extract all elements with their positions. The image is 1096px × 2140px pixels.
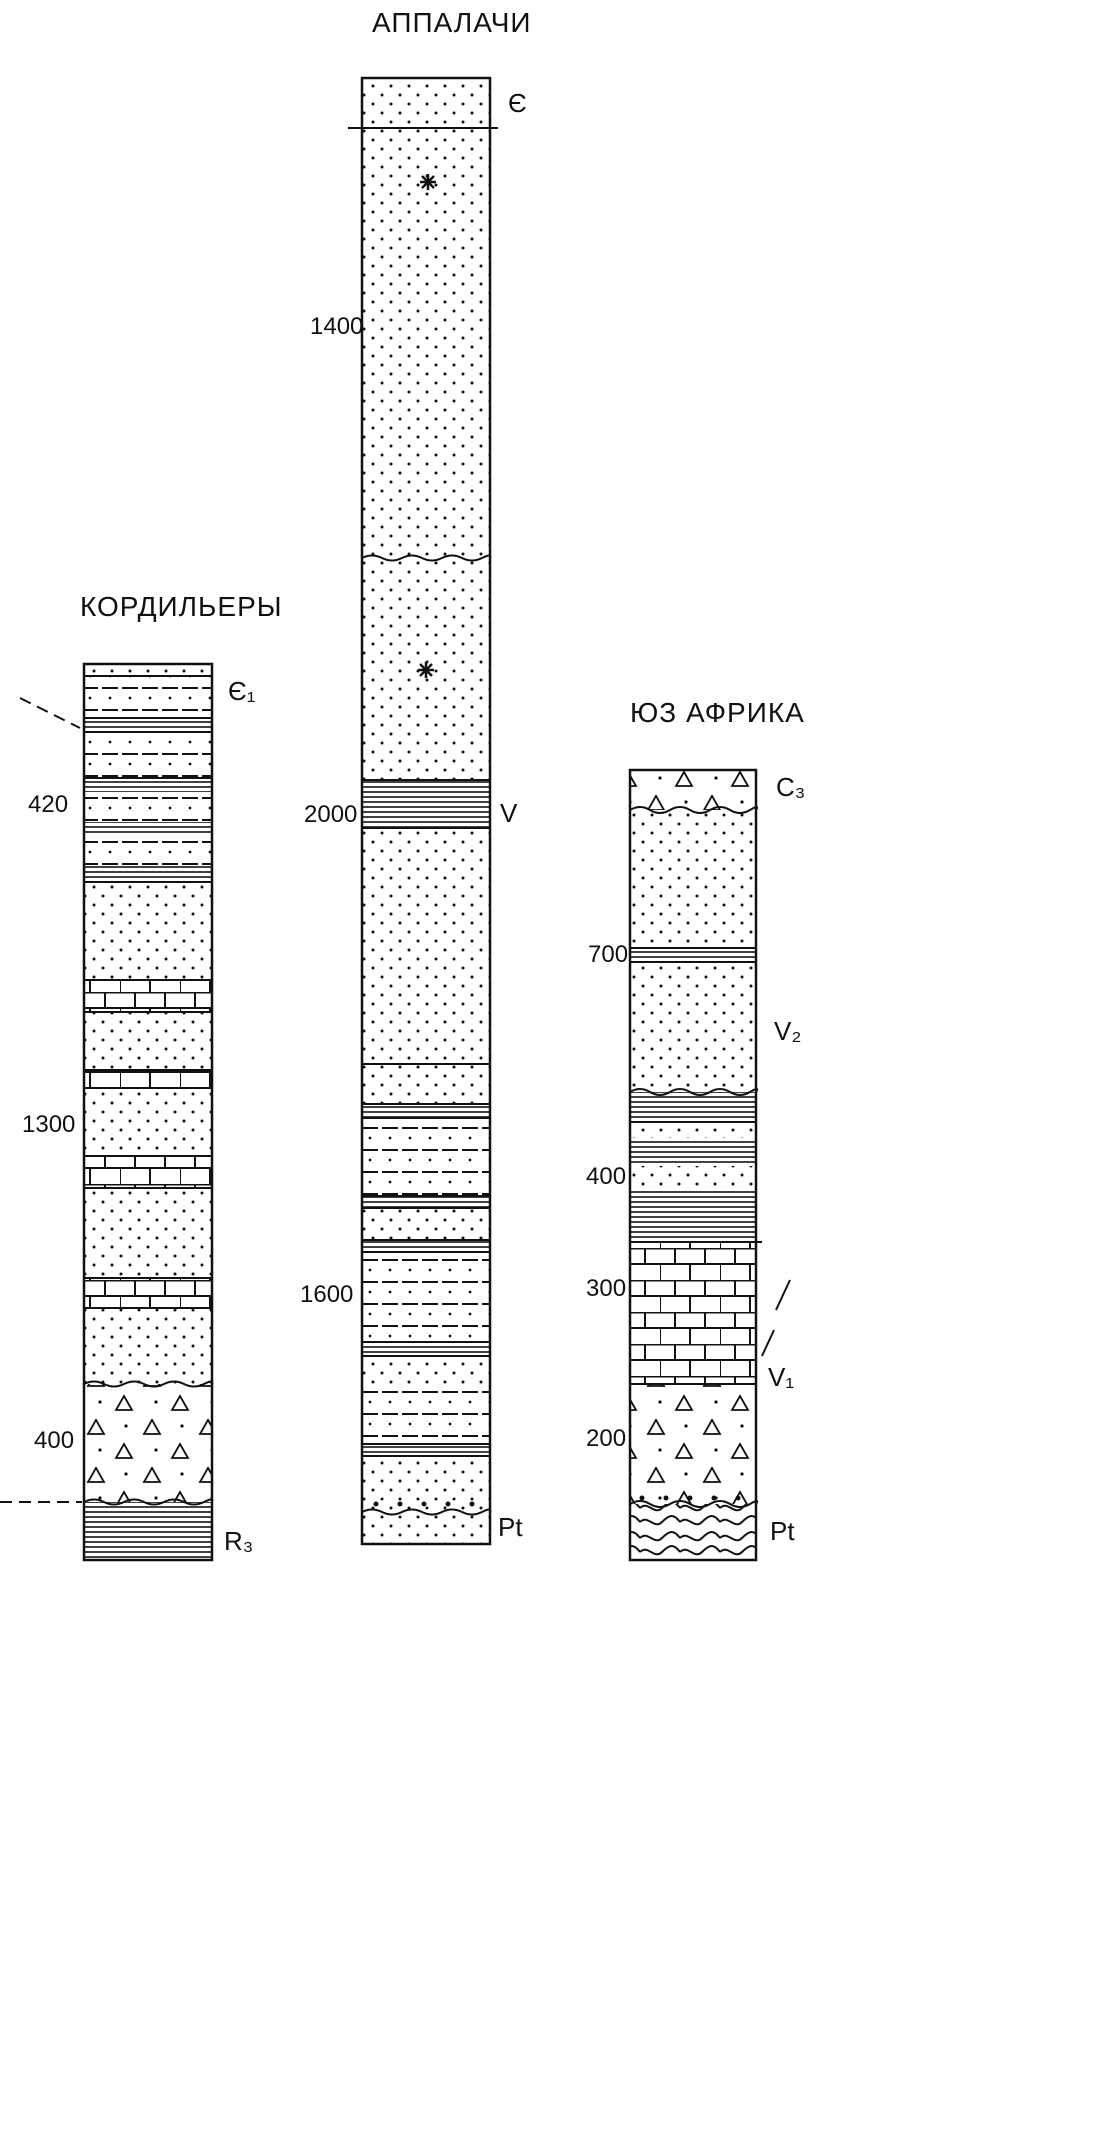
layer-shale (630, 1188, 756, 1242)
age-label: V (500, 798, 518, 828)
thickness-label: 300 (586, 1275, 626, 1302)
layer-sandstone (362, 78, 490, 128)
asterisk-icon (418, 662, 434, 678)
layer-siltstone (362, 1118, 490, 1196)
pebble-row (639, 1495, 741, 1501)
thickness-label: 1300 (22, 1111, 75, 1138)
layer-siltstone (84, 792, 212, 822)
layer-basement (362, 1512, 490, 1544)
age-label: R₃ (224, 1526, 253, 1556)
layer-shale (84, 778, 212, 792)
thickness-label: 400 (586, 1163, 626, 1190)
thickness-label: 420 (28, 791, 68, 818)
age-label: Є (508, 88, 527, 118)
age-label: Pt (770, 1516, 795, 1546)
layer-shale-base (84, 1502, 212, 1560)
cordillera-column: КОРДИЛЬЕРЫ (0, 591, 283, 1562)
layer-sandstone (84, 664, 212, 676)
layer-sandstone (362, 828, 490, 1064)
thickness-label: 1400 (310, 313, 363, 340)
age-label: C₃ (776, 772, 805, 802)
layer-sandstone (630, 1122, 756, 1138)
thickness-label: 200 (586, 1425, 626, 1452)
layer-shale (84, 718, 212, 732)
cordillera-boundaries (83, 675, 214, 1506)
layer-siltstone (362, 1252, 490, 1342)
layer-sandstone (630, 962, 756, 1092)
layer-siltstone (84, 834, 212, 866)
sw-africa-title: ЮЗ АФРИКА (630, 697, 805, 728)
layer-sandstone (630, 810, 756, 948)
layer-shale (362, 1104, 490, 1118)
thickness-label: 2000 (304, 801, 357, 828)
age-label: V₂ (774, 1016, 801, 1046)
layer-sandstone (362, 128, 490, 558)
layer-limestone (84, 980, 212, 1012)
boundary-tick (761, 1329, 775, 1357)
boundary-tick (775, 1279, 791, 1311)
layer-shale (630, 948, 756, 962)
layer-sandstone (84, 1188, 212, 1278)
layer-sandstone (84, 1088, 212, 1156)
appalachians-boundaries (348, 127, 498, 1516)
layer-shale (362, 1196, 490, 1208)
sw-africa-column: ЮЗ АФРИКА 700 400 (586, 697, 805, 1562)
layer-shale (362, 1444, 490, 1456)
layer-tillite (630, 1384, 756, 1504)
sw-africa-boundaries (629, 806, 762, 1508)
cordillera-frame (82, 662, 214, 1562)
appalachians-frame (360, 76, 492, 1546)
layer-sandstone (362, 1356, 490, 1384)
layer-sandstone (84, 1308, 212, 1384)
correlation-line (19, 697, 81, 729)
thickness-label: 1600 (300, 1281, 353, 1308)
layer-shale (362, 1240, 490, 1252)
layer-limestone (84, 1156, 212, 1188)
appalachians-title: АППАЛАЧИ (372, 7, 532, 38)
layer-siltstone (84, 676, 212, 718)
layer-shale (362, 780, 490, 828)
appalachians-column: АППАЛАЧИ (300, 7, 532, 1546)
layer-shale (362, 1342, 490, 1356)
layer-shale (630, 1092, 756, 1122)
layer-shale (84, 822, 212, 834)
age-label: Pt (498, 1512, 523, 1542)
layer-limestone (84, 1278, 212, 1308)
age-label: Є₁ (228, 676, 256, 706)
age-label: V₁ (768, 1362, 794, 1392)
thickness-label: 700 (588, 941, 628, 968)
asterisk-icon (420, 174, 436, 190)
layer-tillite (630, 770, 756, 810)
layer-sandstone (630, 1166, 756, 1188)
layer-shale (630, 1138, 756, 1166)
layer-siltstone (84, 732, 212, 778)
layer-limestone (630, 1242, 756, 1384)
layer-tillite (84, 1384, 212, 1502)
pebble-row (373, 1501, 475, 1507)
layer-sandstone (84, 882, 212, 980)
sw-africa-frame (628, 768, 758, 1562)
layer-shale (84, 866, 212, 882)
thickness-label: 400 (34, 1427, 74, 1454)
layer-siltstone (362, 1384, 490, 1444)
cordillera-title: КОРДИЛЬЕРЫ (80, 591, 283, 622)
layer-gneiss-basement (630, 1504, 756, 1560)
layer-sandstone (84, 1012, 212, 1070)
layer-sandstone (362, 1208, 490, 1240)
layer-limestone (84, 1070, 212, 1088)
layer-sandstone (362, 1064, 490, 1104)
